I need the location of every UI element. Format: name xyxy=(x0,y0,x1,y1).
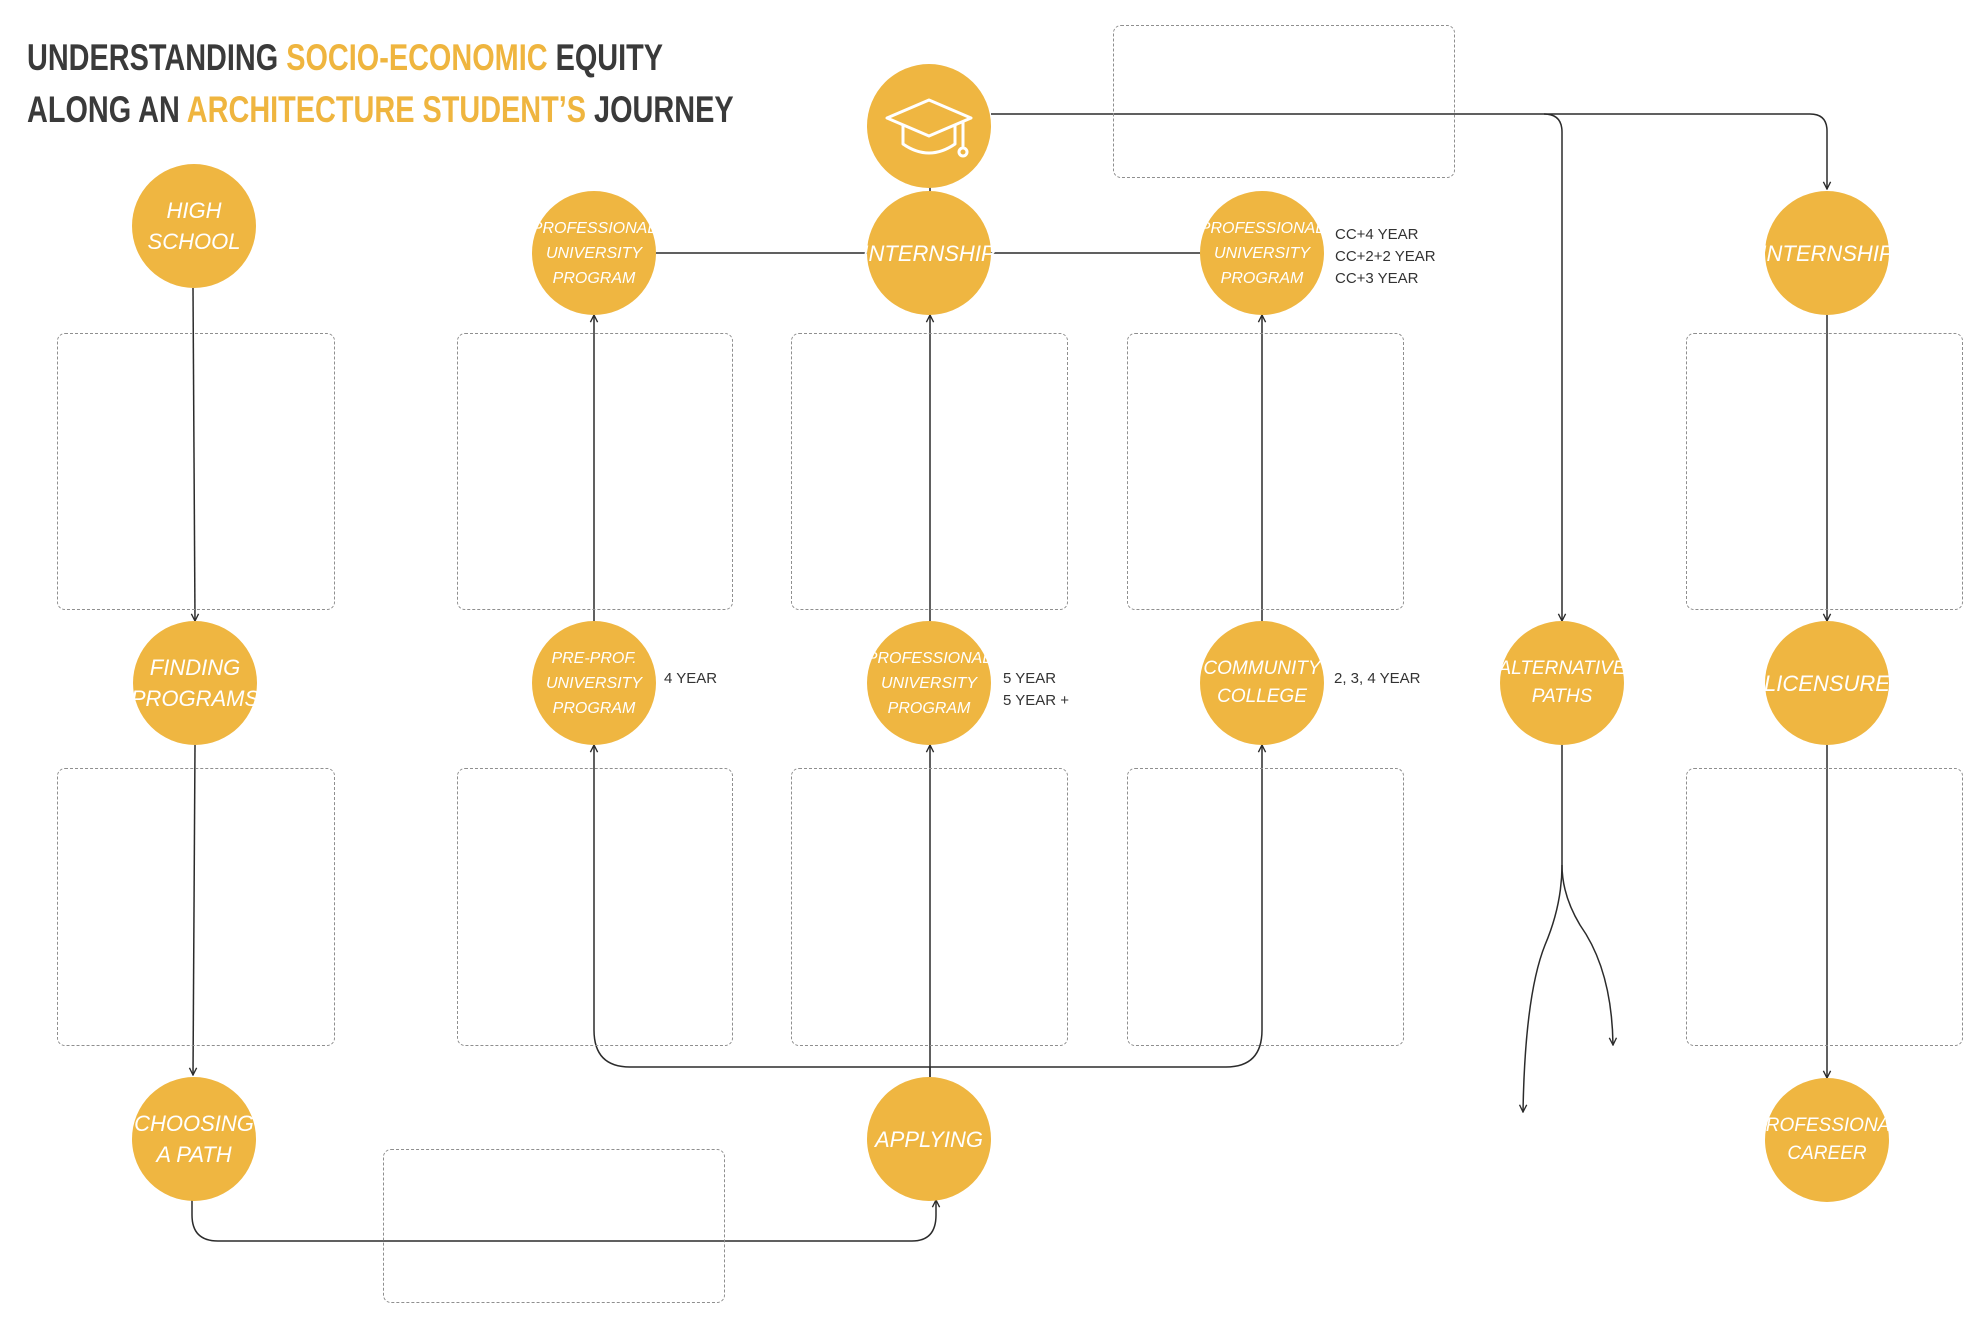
node-professional-university-program-left: PROFESSIONAL UNIVERSITY PROGRAM xyxy=(532,191,656,315)
node-internship-right: INTERNSHIP xyxy=(1760,191,1894,315)
empty-box-col6-upper xyxy=(1686,333,1963,610)
title-line-1: UNDERSTANDING SOCIO-ECONOMIC EQUITY xyxy=(27,37,664,78)
connector-alt-branch-right xyxy=(1561,864,1613,1045)
empty-box-col4-upper xyxy=(1127,333,1404,610)
graduation-cap-icon xyxy=(867,64,991,188)
node-internship-center: INTERNSHIP xyxy=(862,191,996,315)
node-professional-career: PROFESSIONAL CAREER xyxy=(1753,1078,1901,1202)
empty-box-col6-lower xyxy=(1686,768,1963,1046)
title-line-2: ALONG AN ARCHITECTURE STUDENT’S JOURNEY xyxy=(27,89,734,130)
node-professional-university-program-5yr: PROFESSIONAL UNIVERSITY PROGRAM xyxy=(867,621,991,745)
empty-box-col1-upper xyxy=(57,333,335,610)
node-choosing-a-path: CHOOSING A PATH xyxy=(132,1077,256,1201)
node-professional-university-program-right: PROFESSIONAL UNIVERSITY PROGRAM xyxy=(1200,191,1324,315)
node-community-college: COMMUNITY COLLEGE xyxy=(1200,621,1324,745)
empty-box-col3-upper xyxy=(791,333,1068,610)
note-transfer-options: CC+4 YEAR CC+2+2 YEAR CC+3 YEAR xyxy=(1335,226,1436,287)
diagram-title: UNDERSTANDING SOCIO-ECONOMIC EQUITY ALON… xyxy=(27,32,734,136)
empty-box-col3-lower xyxy=(791,768,1068,1046)
note-community-college-duration: 2, 3, 4 YEAR xyxy=(1334,670,1421,687)
title-highlight-socio-economic: SOCIO-ECONOMIC xyxy=(286,37,548,78)
empty-box-col2-lower xyxy=(457,768,733,1046)
connector-choosing-applying xyxy=(191,1183,936,1242)
empty-box-bottom xyxy=(383,1149,725,1303)
node-applying: APPLYING xyxy=(867,1077,991,1201)
node-finding-programs: FINDING PROGRAMS xyxy=(131,621,259,745)
note-professional-duration: 5 YEAR 5 YEAR + xyxy=(1003,670,1070,709)
connector-finding-choosing xyxy=(193,744,195,1075)
connector-alt-branch-left xyxy=(1523,745,1563,1112)
connector-highschool-finding xyxy=(193,287,195,621)
title-highlight-architecture-student: ARCHITECTURE STUDENT’S xyxy=(186,89,587,130)
empty-box-top-center xyxy=(1113,25,1455,178)
note-pre-prof-duration: 4 YEAR xyxy=(664,670,718,687)
node-alternative-paths: ALTERNATIVE PATHS xyxy=(1498,621,1626,745)
connector-graduation-internship-right xyxy=(1544,113,1827,189)
node-high-school: HIGH SCHOOL xyxy=(132,164,256,288)
node-pre-prof-university-program: PRE-PROF. UNIVERSITY PROGRAM xyxy=(532,621,656,745)
empty-box-col1-lower xyxy=(57,768,335,1046)
empty-box-col4-lower xyxy=(1127,768,1404,1046)
node-licensure: LICENSURE xyxy=(1764,621,1890,745)
empty-box-col2-upper xyxy=(457,333,733,610)
